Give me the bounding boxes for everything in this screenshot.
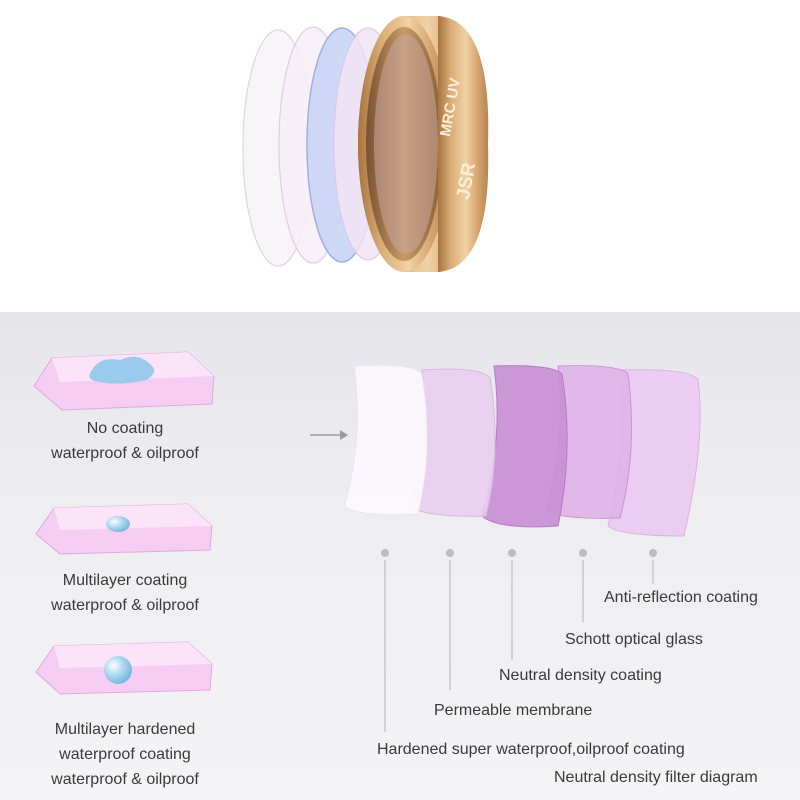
coating-plates [33,351,215,695]
caption-multilayer-coating: Multilayer coating waterproof & oilproof [51,572,199,614]
light-direction-arrow [310,430,348,440]
plate-hardened-coating [35,641,213,695]
leader-lines [381,549,657,732]
leader-dot-permeable [446,549,454,557]
leader-dot-anti-reflection [649,549,657,557]
spread-water-drop [89,356,155,384]
leader-dot-schott [579,549,587,557]
filter-layer-diagram [310,364,701,732]
caption-hardened-coating: Multilayer hardened waterproof coating w… [51,721,199,788]
leader-dot-hardened [381,549,389,557]
filter-product-photo: JSR MRC UV [242,16,489,272]
gold-filter-ring [358,16,489,272]
diagram-caption: Neutral density filter diagram [554,769,758,786]
plate-no-coating [33,351,215,411]
round-water-bead [104,656,132,684]
label-permeable-membrane: Permeable membrane [434,702,593,719]
layer-hardened-coating [343,364,428,516]
leader-dot-neutral [508,549,516,557]
caption-no-coating: No coating waterproof & oilproof [51,420,199,462]
label-anti-reflection: Anti-reflection coating [604,589,758,606]
label-neutral-density: Neutral density coating [499,667,662,684]
label-schott-glass: Schott optical glass [565,631,703,648]
small-water-bead [106,516,130,532]
plate-multilayer-coating [35,503,213,555]
label-hardened-coating: Hardened super waterproof,oilproof coati… [377,741,685,758]
